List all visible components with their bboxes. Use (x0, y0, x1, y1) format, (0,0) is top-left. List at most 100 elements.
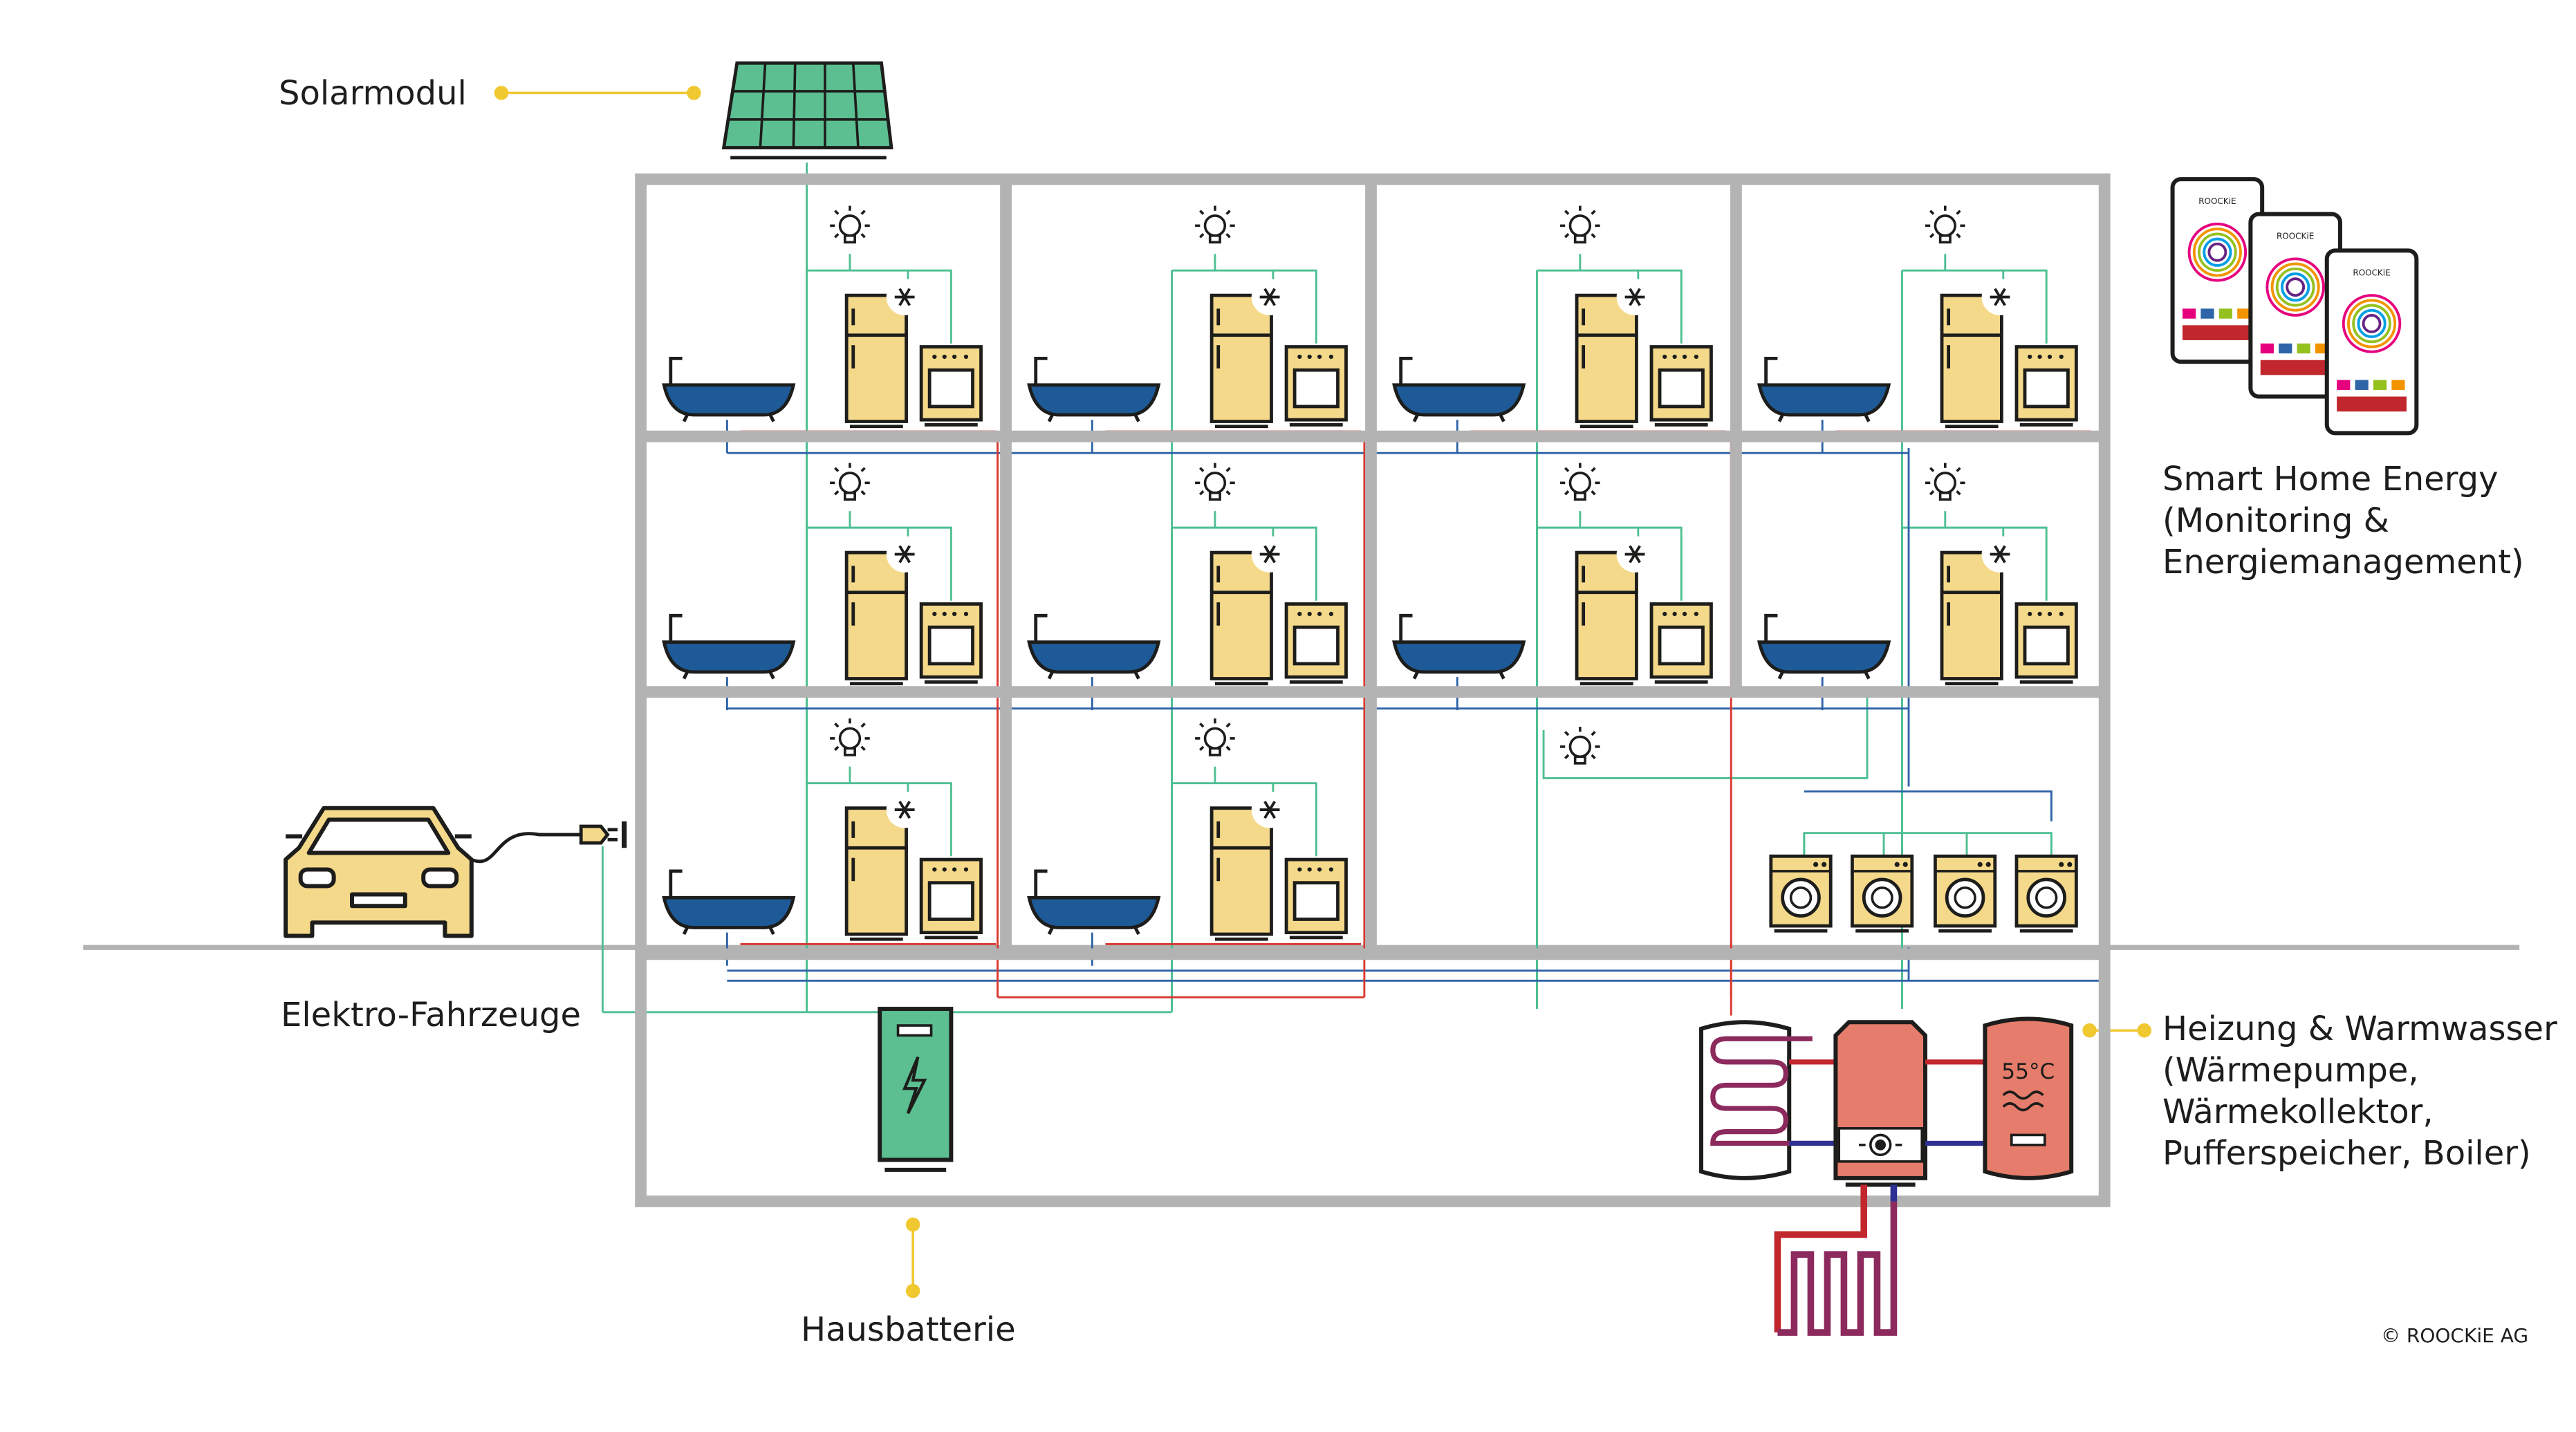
fridge-icon (1575, 293, 1638, 429)
stove-icon (1649, 602, 1713, 684)
stove-icon (2014, 345, 2078, 427)
copyright: © ROOCKiE AG (2381, 1324, 2529, 1347)
apartment-units (662, 205, 2078, 941)
building-extras (1560, 727, 2078, 933)
phone-brand: ROOCKiE (2277, 232, 2314, 241)
lightbulb-icon (1560, 463, 1600, 501)
heat-pump-icon (1833, 1020, 1985, 1187)
snowflake-icon (1981, 536, 2019, 573)
fridge-icon (844, 550, 908, 686)
smart-home-label-line: Energiemanagement) (2162, 543, 2524, 582)
fridge-icon (1940, 293, 2003, 429)
heating-label-line: Wärmekollektor, (2162, 1092, 2434, 1131)
leader-lines (494, 86, 2151, 1299)
car-icon (284, 806, 582, 938)
lightbulb-icon (1560, 205, 1600, 244)
snowflake-icon (1251, 279, 1288, 315)
apartment-unit (1757, 205, 2078, 429)
stove-icon (1284, 857, 1348, 940)
buffer-tank-icon (1699, 1020, 1836, 1180)
lightbulb-icon (1925, 463, 1965, 501)
lightbulb-icon (1195, 718, 1235, 756)
smart-home-label-line: (Monitoring & (2162, 501, 2390, 540)
bathtub-icon (1027, 356, 1161, 422)
phone-brand: ROOCKiE (2353, 268, 2390, 277)
fridge-icon (844, 293, 908, 429)
electric-wiring (601, 162, 2053, 1014)
floor-heating-icon (1774, 1184, 1898, 1336)
apartment-unit (1027, 463, 1348, 686)
snowflake-icon (886, 791, 923, 828)
battery-icon (878, 1007, 954, 1172)
building-frame (635, 173, 2111, 1207)
ev-label: Elektro-Fahrzeuge (281, 996, 581, 1034)
apartment-unit (1757, 463, 2078, 686)
snowflake-icon (886, 536, 923, 573)
lightbulb-icon (1195, 205, 1235, 244)
fridge-icon (1940, 550, 2003, 686)
bathtub-icon (1757, 613, 1891, 680)
snowflake-icon (1251, 536, 1288, 573)
heating-label-line: Heizung & Warmwasser (2162, 1010, 2557, 1048)
solar-label: Solarmodul (279, 74, 467, 113)
smart-home-label-line: Smart Home Energy (2162, 460, 2499, 499)
stove-icon (2014, 602, 2078, 684)
fridge-icon (1575, 550, 1638, 686)
bathtub-icon (662, 869, 796, 936)
lightbulb-icon (1195, 463, 1235, 501)
smartphone-icon: ROOCKiE (2248, 212, 2342, 399)
boiler-temperature: 55°C (2001, 1059, 2055, 1084)
apartment-unit (1027, 205, 1348, 429)
lightbulb-icon (830, 718, 870, 756)
bathtub-icon (1392, 613, 1526, 680)
bathtub-icon (662, 356, 796, 422)
boiler-icon: 55°C (1983, 1016, 2074, 1180)
apartment-unit (1027, 718, 1348, 941)
apartment-unit (662, 205, 983, 429)
stove-icon (1284, 345, 1348, 427)
apartment-unit (1392, 205, 1713, 429)
bathtub-icon (1027, 869, 1161, 936)
washing-machine-icon (2014, 854, 2078, 933)
fridge-icon (1210, 806, 1273, 941)
snowflake-icon (1251, 791, 1288, 828)
bathtub-icon (662, 613, 796, 680)
lightbulb-icon (830, 463, 870, 501)
snowflake-icon (1616, 279, 1653, 315)
snowflake-icon (1616, 536, 1653, 573)
stove-icon (919, 602, 983, 684)
smartphone-icon: ROOCKiE (2324, 248, 2419, 436)
stove-icon (1284, 602, 1348, 684)
washing-machine-icon (1769, 854, 1833, 933)
smart-home-label: Smart Home Energy (Monitoring & Energiem… (2162, 458, 2524, 583)
apartment-unit (662, 463, 983, 686)
solar-panel-icon (721, 61, 893, 160)
bathtub-icon (1392, 356, 1526, 422)
heating-label-line: Pufferspeicher, Boiler) (2162, 1134, 2531, 1173)
snowflake-icon (886, 279, 923, 315)
snowflake-icon (1981, 279, 2019, 315)
apartment-unit (662, 718, 983, 941)
stove-icon (919, 345, 983, 427)
bolt-icon (902, 1056, 927, 1115)
plug-icon (579, 821, 627, 848)
fridge-icon (1210, 293, 1273, 429)
heating-label: Heizung & Warmwasser (Wärmepumpe, Wärmek… (2162, 1008, 2557, 1174)
washing-machine-icon (1934, 854, 1997, 933)
stove-icon (1649, 345, 1713, 427)
lightbulb-icon (1560, 727, 1600, 765)
heating-label-line: (Wärmepumpe, (2162, 1051, 2419, 1090)
battery-label: Hausbatterie (801, 1310, 1016, 1349)
lightbulb-icon (1925, 205, 1965, 244)
bathtub-icon (1757, 356, 1891, 422)
fridge-icon (1210, 550, 1273, 686)
phone-brand: ROOCKiE (2198, 196, 2236, 206)
smart-home-phones: ROOCKiE ROOCKiE ROOCKiE (2170, 177, 2419, 436)
stove-icon (919, 857, 983, 940)
fridge-icon (844, 806, 908, 941)
apartment-unit (1392, 463, 1713, 686)
washing-machine-icon (1851, 854, 1914, 933)
lightbulb-icon (830, 205, 870, 244)
bathtub-icon (1027, 613, 1161, 680)
